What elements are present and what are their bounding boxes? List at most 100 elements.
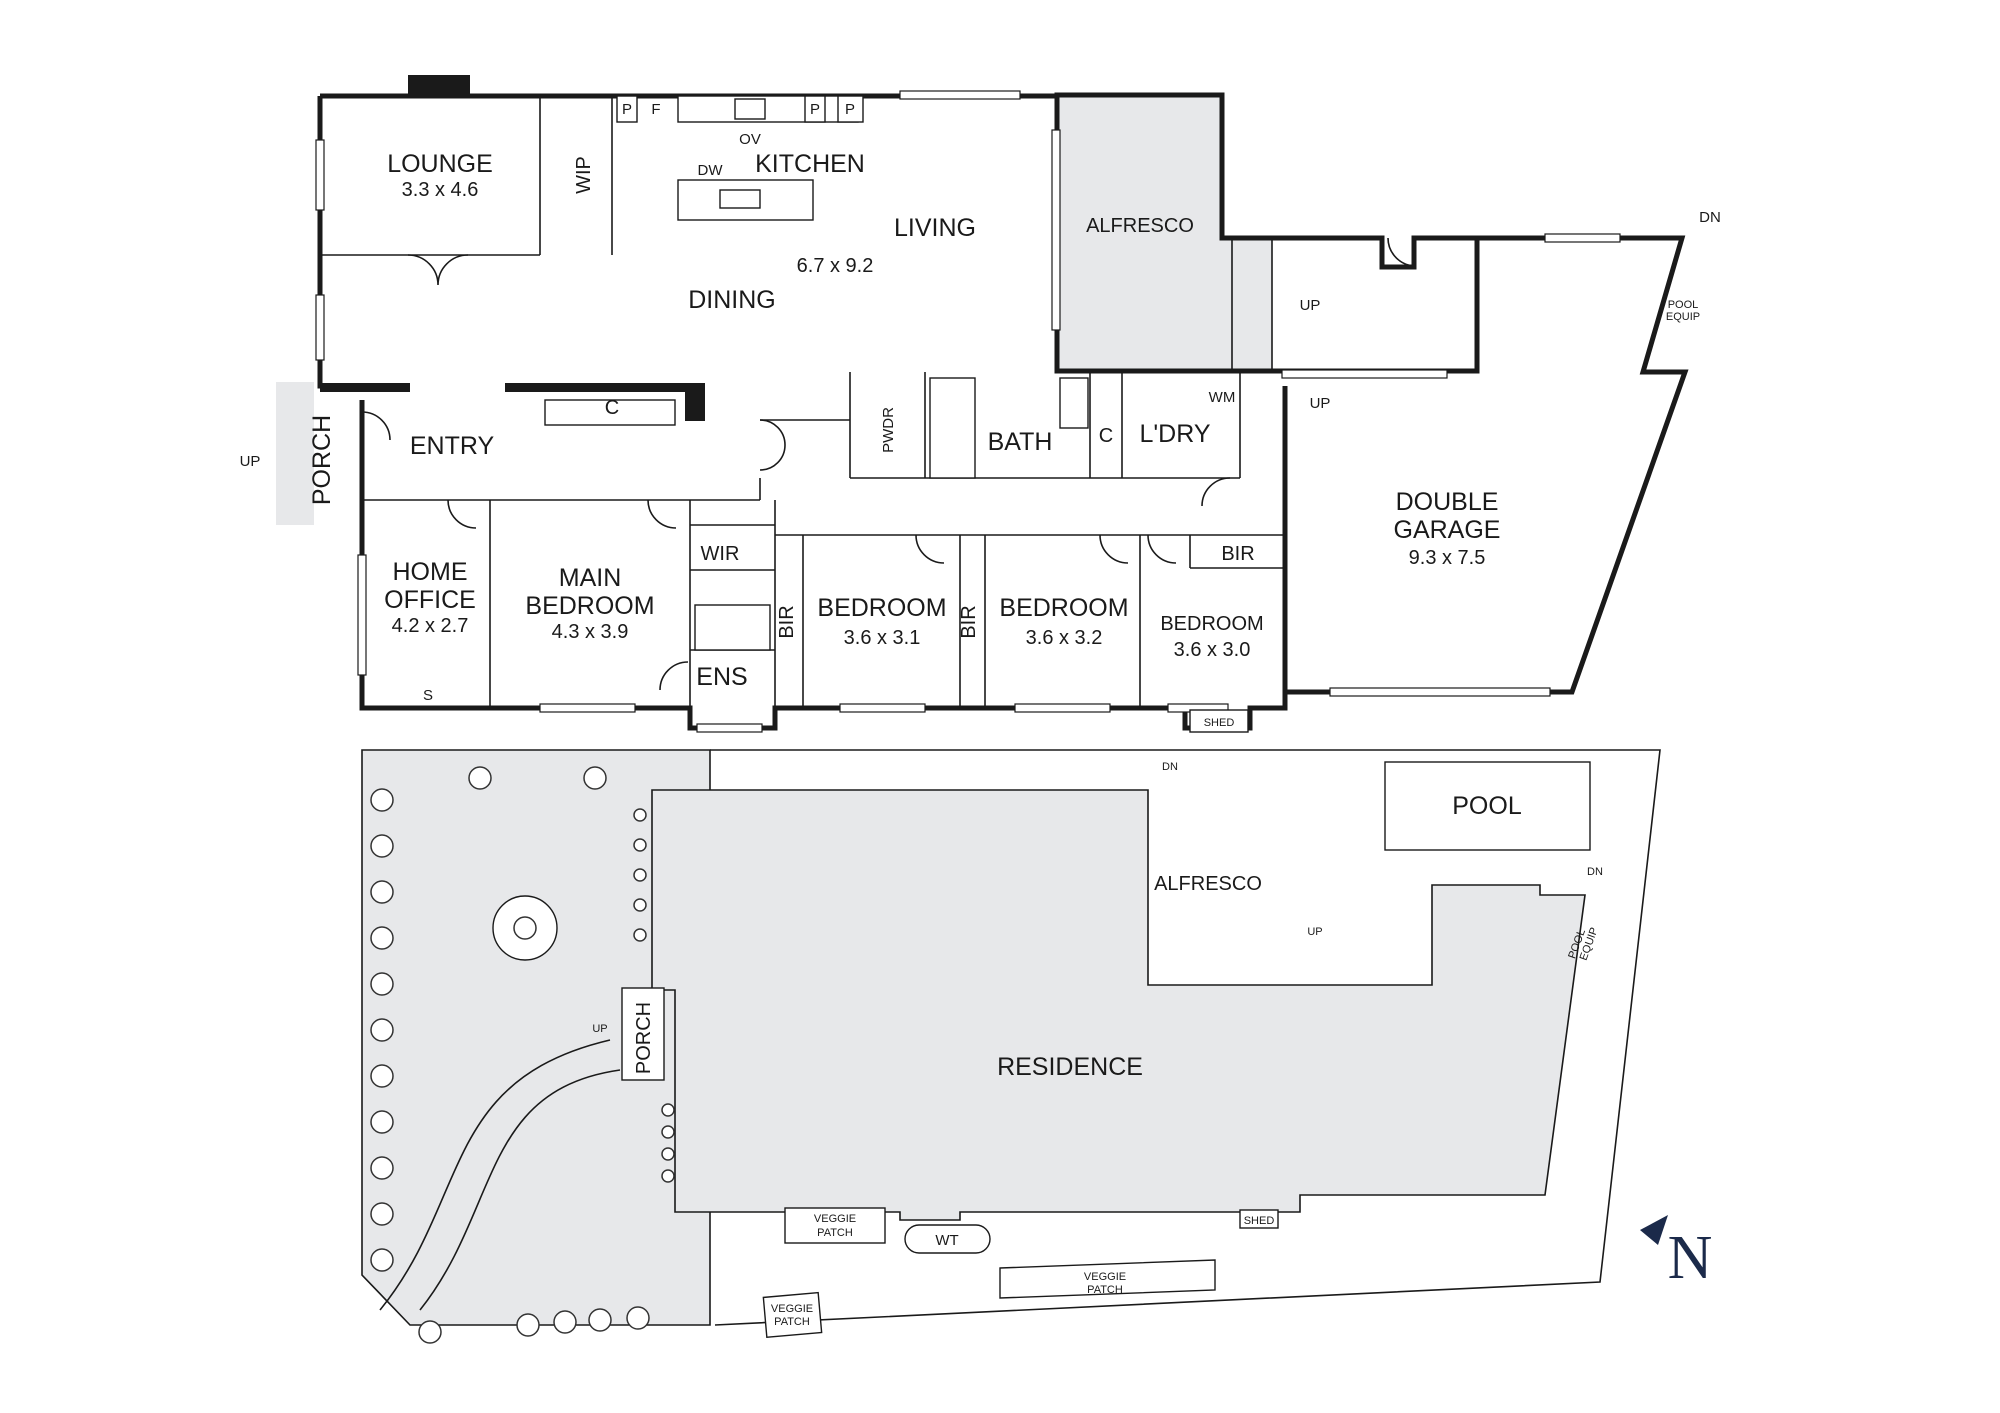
laundry-up-label: UP: [1310, 395, 1331, 412]
tree-icon: [418, 1320, 442, 1344]
tree-icon: [661, 1125, 675, 1139]
lot-boundary: [710, 749, 1661, 1326]
site-shed-label: SHED: [1244, 1215, 1275, 1227]
wet-area-tiles: [694, 377, 1089, 651]
home-office-label-2: OFFICE: [384, 586, 476, 614]
tree-icon: [583, 766, 607, 790]
kitchen-label: KITCHEN: [755, 150, 865, 178]
alfresco-label: ALFRESCO: [1086, 215, 1194, 237]
alfresco-up-label: UP: [1300, 297, 1321, 314]
tree-icon: [370, 926, 394, 950]
tree-icon: [370, 1018, 394, 1042]
tree-icon: [633, 838, 647, 852]
main-bedroom-label-1: MAIN: [559, 564, 622, 592]
veggie-patch-1-label-1: VEGGIE: [814, 1213, 856, 1225]
tree-icon: [370, 972, 394, 996]
tree-icon: [626, 1306, 650, 1330]
bedroom4-label: BEDROOM: [1160, 613, 1263, 635]
pwdr-label: PWDR: [880, 407, 897, 453]
veggie-patch-3-label-2: PATCH: [774, 1316, 810, 1328]
veggie-patch-3-label-1: VEGGIE: [771, 1303, 813, 1315]
tree-icon: [516, 1313, 540, 1337]
column-block: [685, 383, 705, 421]
pool-equip-label-1: POOL: [1668, 299, 1699, 311]
outer-wall: [320, 92, 1480, 374]
water-tank-label: WT: [935, 1232, 958, 1249]
pool-label: POOL: [1452, 792, 1522, 820]
entry-wall-block-west: [320, 383, 410, 392]
entry-wall-block: [505, 383, 705, 392]
veggie-patch-1-label-2: PATCH: [817, 1227, 853, 1239]
tree-icon: [513, 916, 537, 940]
main-bedroom-size: 4.3 x 3.9: [552, 621, 629, 643]
bedroom3-size: 3.6 x 3.2: [1026, 627, 1103, 649]
tree-icon: [370, 1202, 394, 1226]
compass-arrow-icon: [1640, 1215, 1668, 1245]
bedroom3-label: BEDROOM: [999, 594, 1128, 622]
tree-icon: [633, 898, 647, 912]
bedroom2-size: 3.6 x 3.1: [844, 627, 921, 649]
compass: N: [1640, 1215, 1712, 1292]
floor-plan: LOUNGE 3.3 x 4.6 WIP P F P P OV DW KITCH…: [240, 75, 1721, 733]
veggie-patch-1: [784, 1207, 886, 1244]
tree-icon: [588, 1308, 612, 1332]
veggie-patch-3: [762, 1291, 823, 1339]
garage-size: 9.3 x 7.5: [1409, 547, 1486, 569]
pantry-label-2: P: [810, 101, 820, 118]
tree-icon: [370, 1248, 394, 1272]
veggie-patch-2-label-2: PATCH: [1087, 1284, 1123, 1296]
tree-icon: [633, 928, 647, 942]
shed-box: [1189, 709, 1249, 733]
home-office-size: 4.2 x 2.7: [392, 615, 469, 637]
tree-icon: [553, 1310, 577, 1334]
doors: [361, 237, 1417, 691]
tree-icon: [661, 1147, 675, 1161]
main-wall: [317, 96, 410, 389]
tree-icon: [661, 1169, 675, 1183]
residence-label: RESIDENCE: [997, 1053, 1143, 1081]
site-porch-box: [621, 987, 665, 1081]
dishwasher-label: DW: [698, 162, 724, 179]
lounge-label: LOUNGE: [387, 150, 493, 178]
ens-label: ENS: [696, 663, 747, 691]
pantry-label-3: P: [845, 101, 855, 118]
garage-label-1: DOUBLE: [1396, 488, 1499, 516]
living-size: 6.7 x 9.2: [797, 255, 874, 277]
kitchen-fittings: [544, 95, 864, 426]
tree-icon: [370, 880, 394, 904]
garage-wall: [1282, 235, 1689, 695]
compass-letter: N: [1668, 1224, 1713, 1292]
site-porch-label: PORCH: [633, 1002, 655, 1074]
garage-label-2: GARAGE: [1394, 516, 1501, 544]
wm-label: WM: [1209, 389, 1236, 406]
laundry-cupboard-label: C: [1099, 425, 1113, 447]
interior-walls: [320, 96, 1285, 728]
porch-label: PORCH: [308, 415, 336, 505]
porch-area: [276, 382, 314, 525]
shed-label: SHED: [1204, 717, 1235, 729]
porch-up-label: UP: [240, 453, 261, 470]
residence-footprint: [651, 789, 1586, 1221]
wip-label: WIP: [573, 156, 595, 194]
water-tank: [904, 1224, 991, 1254]
site-pool-equip-dn-label: DN: [1587, 866, 1603, 878]
trees: [370, 766, 675, 1344]
site-plan: POOL ALFRESCO RESIDENCE PORCH UP UP DN D…: [361, 749, 1661, 1339]
laundry-label: L'DRY: [1139, 420, 1210, 448]
living-label: LIVING: [894, 214, 976, 242]
storage-label: S: [423, 687, 433, 704]
garden-path: [379, 1039, 611, 1311]
pool-shape: [1384, 761, 1591, 851]
tree-icon: [370, 1156, 394, 1180]
site-shed-box: [1239, 1209, 1279, 1229]
tree-icon: [370, 788, 394, 812]
pool-equip-label-2: EQUIP: [1666, 311, 1700, 323]
site-dn-label: DN: [1162, 761, 1178, 773]
bir-label-3: BIR: [1221, 543, 1254, 565]
home-office-label-1: HOME: [393, 558, 468, 586]
site-alfresco-label: ALFRESCO: [1154, 873, 1262, 895]
tree-icon: [370, 1110, 394, 1134]
tree-icon: [468, 766, 492, 790]
main-bedroom-label-2: BEDROOM: [525, 592, 654, 620]
